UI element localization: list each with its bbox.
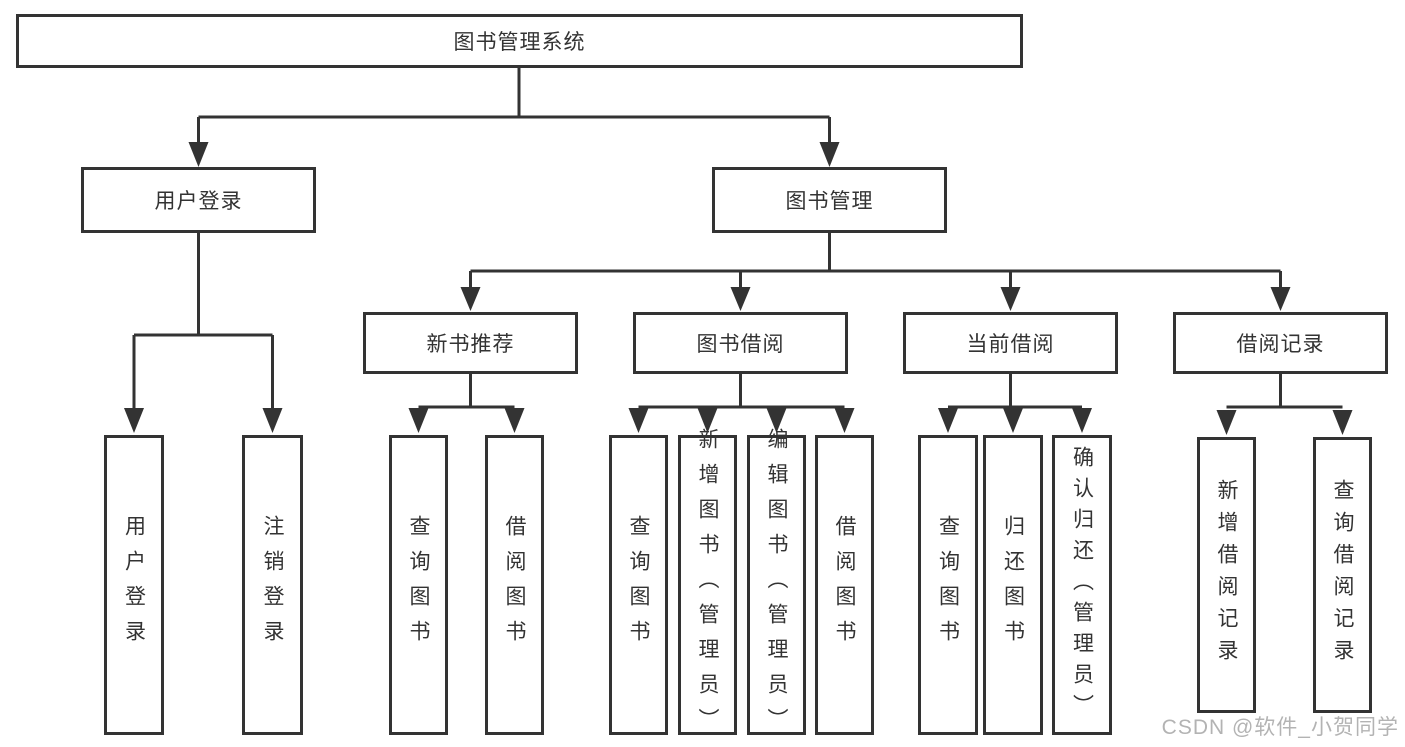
node-borrow-record-label: 借阅记录 [1236, 333, 1325, 356]
watermark: CSDN @软件_小贺同学 [1161, 716, 1399, 739]
leaf-query-book-2-label: 查询图书 [627, 515, 650, 655]
leaf-add-borrow-record-label: 新增借阅记录 [1215, 479, 1238, 671]
leaf-user-login: 用户登录 [104, 435, 164, 735]
leaf-query-borrow-record-label: 查询借阅记录 [1331, 479, 1354, 671]
leaf-add-book-admin-label: 新增图书（管理员） [696, 427, 719, 743]
leaf-return-book-label: 归还图书 [1001, 515, 1025, 655]
leaf-query-book-2: 查询图书 [609, 435, 668, 735]
leaf-borrow-book-1-label: 借阅图书 [503, 515, 526, 655]
leaf-borrow-book-2: 借阅图书 [815, 435, 874, 735]
leaf-logout-label: 注销登录 [261, 515, 284, 655]
leaf-user-login-label: 用户登录 [122, 515, 146, 655]
leaf-borrow-book-1: 借阅图书 [485, 435, 544, 735]
leaf-query-book-1: 查询图书 [389, 435, 448, 735]
leaf-query-book-3: 查询图书 [918, 435, 978, 735]
leaf-add-book-admin: 新增图书（管理员） [678, 428, 737, 743]
leaf-return-book: 归还图书 [983, 435, 1043, 735]
node-current-borrow-label: 当前借阅 [966, 333, 1055, 356]
node-user-login-label: 用户登录 [154, 190, 243, 213]
node-new-book-recommend: 新书推荐 [363, 312, 578, 374]
node-root-label: 图书管理系统 [453, 31, 586, 54]
leaf-confirm-return-admin-label: 确认归还（管理员） [1070, 445, 1094, 725]
node-book-management-label: 图书管理 [785, 190, 874, 213]
leaf-add-borrow-record: 新增借阅记录 [1197, 437, 1256, 713]
leaf-confirm-return-admin: 确认归还（管理员） [1052, 435, 1112, 735]
node-borrow-record: 借阅记录 [1173, 312, 1388, 374]
node-book-borrow-label: 图书借阅 [696, 333, 785, 356]
node-book-borrow: 图书借阅 [633, 312, 848, 374]
leaf-logout: 注销登录 [242, 435, 303, 735]
node-new-book-recommend-label: 新书推荐 [426, 333, 515, 356]
leaf-borrow-book-2-label: 借阅图书 [833, 515, 856, 655]
leaf-edit-book-admin-label: 编辑图书（管理员） [765, 427, 788, 743]
leaf-query-book-1-label: 查询图书 [407, 515, 430, 655]
leaf-edit-book-admin: 编辑图书（管理员） [747, 428, 806, 743]
leaf-query-book-3-label: 查询图书 [936, 515, 960, 655]
node-user-login: 用户登录 [81, 167, 316, 233]
leaf-query-borrow-record: 查询借阅记录 [1313, 437, 1372, 713]
node-book-management: 图书管理 [712, 167, 947, 233]
node-root-system: 图书管理系统 [16, 14, 1023, 68]
node-current-borrow: 当前借阅 [903, 312, 1118, 374]
